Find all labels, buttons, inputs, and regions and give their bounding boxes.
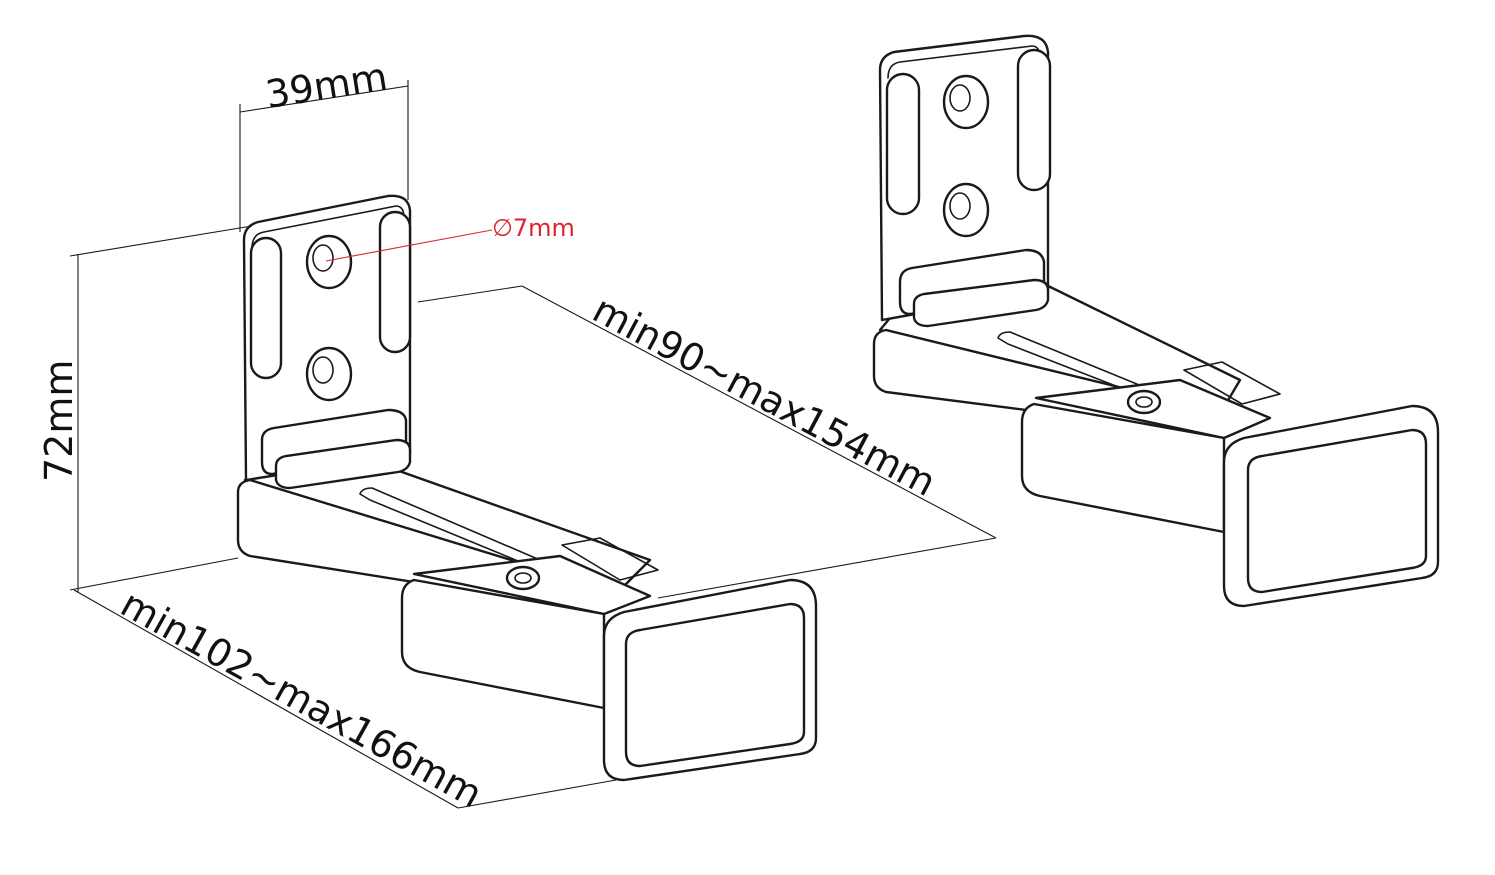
right-bracket-wall-plate [878,34,1052,328]
right-slider-screw [1126,389,1162,415]
left-plate-hole-bottom [305,346,353,402]
left-plate-hole-top [305,234,353,290]
left-bracket-end-cap [602,578,818,782]
left-bracket-wall-plate [242,194,412,490]
hole-diameter-callout: ∅7mm [325,214,575,262]
left-bracket-slider-block [400,537,659,710]
left-plate-slot-right [378,210,412,354]
left-slider-screw [505,565,541,591]
left-plate-slot-left [249,236,283,380]
right-bracket-end-cap [1222,404,1440,608]
hole-diameter-label: ∅7mm [492,214,575,242]
right-bracket-slider-block [1020,361,1281,534]
width-label: 39mm [263,54,391,117]
height-label: 72mm [37,360,81,482]
right-plate-slot-right [1016,48,1052,192]
right-plate-hole-bottom [942,182,990,238]
right-bracket [872,34,1440,608]
right-plate-slot-left [885,72,921,216]
dimension-height: 72mm [37,225,253,592]
right-plate-hole-top [942,74,990,130]
